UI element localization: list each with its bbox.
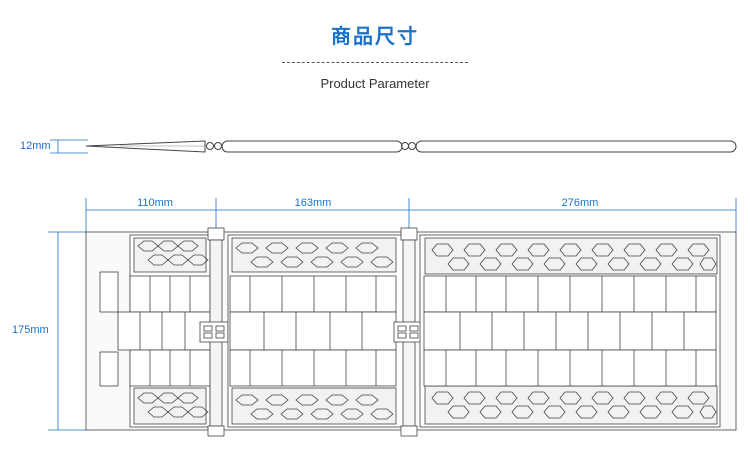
- dim-width-left-label: 110mm: [137, 197, 173, 209]
- thickness-dimension: [50, 139, 88, 154]
- page-subtitle: Product Parameter: [320, 76, 430, 91]
- title-divider: [282, 62, 468, 63]
- page-title: 商品尺寸: [331, 24, 419, 48]
- width-dimensions: [85, 198, 737, 232]
- dim-width-middle-label: 163mm: [294, 197, 332, 209]
- dim-height-label: 175mm: [12, 324, 49, 336]
- hinge-left: [199, 227, 229, 437]
- right-panel: [419, 234, 721, 428]
- side-profile: [85, 140, 737, 153]
- dim-width-right-label: 276mm: [561, 197, 599, 209]
- dim-thickness-label: 12mm: [20, 140, 51, 152]
- middle-panel: [227, 234, 405, 428]
- front-view: [85, 227, 737, 437]
- hinge-right: [393, 227, 423, 437]
- left-panel: [99, 234, 211, 428]
- height-dimension: [48, 231, 90, 431]
